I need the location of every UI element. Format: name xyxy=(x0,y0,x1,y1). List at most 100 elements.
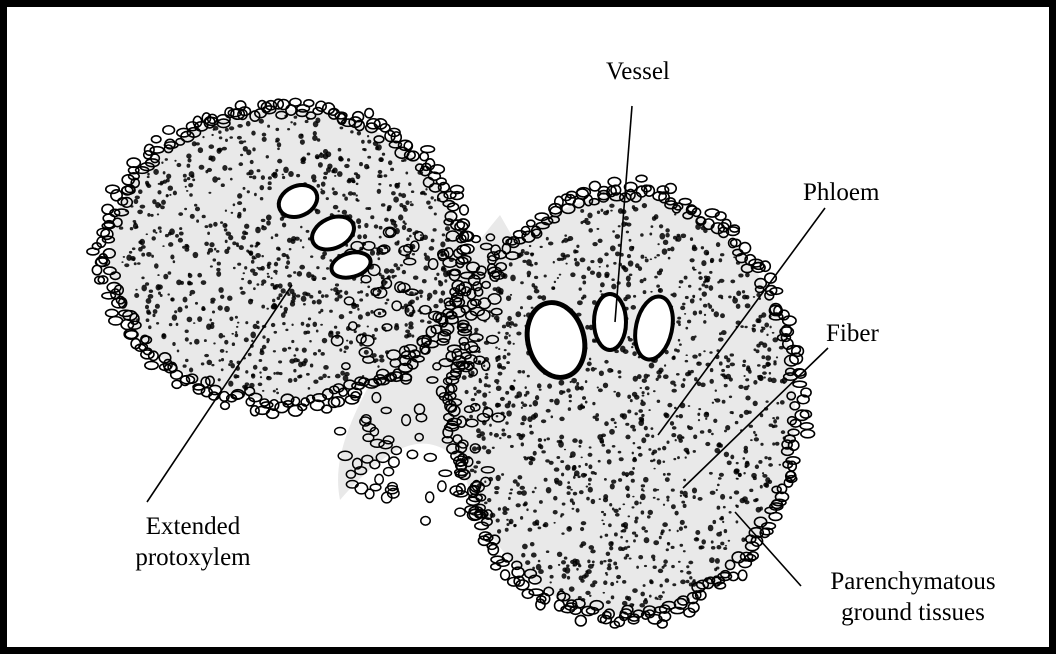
right-cell-dot xyxy=(622,471,626,475)
right-cell-dot xyxy=(553,522,555,524)
right-cell-dot xyxy=(663,559,668,564)
right-cell-dot xyxy=(613,561,617,565)
right-cell-dot xyxy=(573,476,576,479)
left-cell-dot xyxy=(183,174,187,178)
left-sheath-cell xyxy=(421,146,435,153)
left-cell-dot xyxy=(338,156,343,161)
right-cell-dot xyxy=(529,245,532,247)
right-cell-dot xyxy=(488,391,490,393)
left-cell-dot xyxy=(186,190,189,192)
right-cell-dot xyxy=(603,560,606,562)
left-cell-dot xyxy=(384,268,390,274)
right-cell-dot xyxy=(576,508,580,513)
left-cell-dot xyxy=(121,261,123,263)
right-cell-dot xyxy=(693,434,697,439)
left-cell-dot xyxy=(123,256,125,258)
right-cell-dot xyxy=(629,273,633,276)
left-cell-dot xyxy=(330,288,333,290)
right-cell-dot xyxy=(683,479,686,482)
right-cell-dot xyxy=(679,286,681,288)
right-cell-dot xyxy=(715,558,720,564)
right-cell-dot xyxy=(567,491,571,495)
left-cell-dot xyxy=(367,140,371,144)
right-cell-dot xyxy=(641,399,644,401)
right-cell-dot xyxy=(565,567,571,574)
left-cell-dot xyxy=(286,260,290,265)
left-cell-dot xyxy=(320,324,323,326)
right-cell-dot xyxy=(496,319,500,323)
left-cell-dot xyxy=(440,241,445,247)
left-cell-dot xyxy=(133,199,138,204)
right-cell-dot xyxy=(498,507,501,511)
left-cell-dot xyxy=(218,305,223,310)
left-cell-dot xyxy=(245,370,248,374)
right-cell-dot xyxy=(604,252,609,256)
left-cell-dot xyxy=(261,219,266,222)
left-cell-dot xyxy=(188,282,193,286)
right-cell-dot xyxy=(505,403,511,408)
left-cell-dot xyxy=(261,226,267,231)
left-cell-dot xyxy=(301,160,306,164)
right-cell-dot xyxy=(734,490,739,494)
left-cell-dot xyxy=(323,149,328,154)
right-cell-dot xyxy=(707,303,709,306)
right-cell-dot xyxy=(672,583,676,586)
right-cell-dot xyxy=(682,436,685,439)
right-cell-dot xyxy=(627,336,630,339)
right-cell-dot xyxy=(739,414,743,418)
right-cell-dot xyxy=(704,314,706,316)
label-fiber: Fiber xyxy=(826,318,879,349)
right-cell-dot xyxy=(640,494,646,501)
left-cell-dot xyxy=(146,311,151,315)
right-cell-dot xyxy=(615,566,618,570)
right-cell-dot xyxy=(640,233,644,237)
right-cell-dot xyxy=(613,262,616,265)
right-cell-dot xyxy=(580,258,586,263)
left-cell-dot xyxy=(250,268,255,272)
left-cell-dot xyxy=(358,225,361,229)
left-cell-dot xyxy=(321,181,326,186)
right-cell-dot xyxy=(645,434,650,438)
right-cell-dot xyxy=(649,579,653,583)
left-cell-dot xyxy=(250,332,256,339)
right-cell-dot xyxy=(761,355,765,359)
left-cell-dot xyxy=(204,339,207,342)
left-cell-dot xyxy=(165,234,169,237)
right-cell-dot xyxy=(642,391,645,394)
right-cell-dot xyxy=(601,209,604,212)
right-cell-dot xyxy=(484,480,486,483)
right-cell-dot xyxy=(640,255,644,259)
left-cell-dot xyxy=(229,136,233,139)
right-cell-dot xyxy=(723,375,727,379)
left-cell-dot xyxy=(439,298,444,303)
right-cell-dot xyxy=(606,600,611,604)
left-cell-dot xyxy=(348,191,353,195)
right-cell-dot xyxy=(591,367,596,372)
left-cell-dot xyxy=(247,190,250,193)
right-cell-dot xyxy=(554,467,560,471)
right-cell-dot xyxy=(561,532,564,535)
right-cell-dot xyxy=(603,494,608,499)
left-cell-dot xyxy=(221,358,224,361)
right-cell-dot xyxy=(732,297,738,303)
right-cell-dot xyxy=(641,414,644,417)
right-cell-dot xyxy=(472,446,477,451)
right-cell-dot xyxy=(515,311,521,317)
left-cell-dot xyxy=(243,272,245,274)
right-cell-dot xyxy=(736,304,741,309)
bridge-cell xyxy=(355,483,368,494)
right-cell-dot xyxy=(650,427,653,430)
left-cell-dot xyxy=(377,257,380,260)
right-cell-dot xyxy=(471,398,475,401)
right-cell-dot xyxy=(497,529,501,534)
left-sheath-cell xyxy=(316,101,326,111)
right-cell-dot xyxy=(462,375,467,380)
label-parenchymatous-ground-tissues: Parenchymatous ground tissues xyxy=(808,566,1018,628)
right-cell-dot xyxy=(671,565,675,568)
right-cell-dot xyxy=(513,323,518,326)
right-cell-dot xyxy=(716,489,718,491)
left-sheath-cell xyxy=(106,309,118,316)
label-vessel: Vessel xyxy=(606,56,670,87)
left-cell-dot xyxy=(258,382,263,386)
left-cell-dot xyxy=(244,224,249,229)
